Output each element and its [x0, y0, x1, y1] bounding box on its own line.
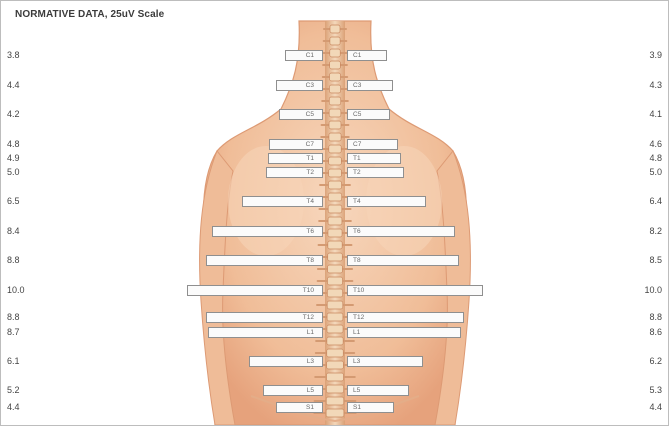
- right-bar-l1: L1: [347, 327, 461, 338]
- vertebra: [327, 361, 344, 369]
- right-value-l3: 6.2: [632, 356, 662, 366]
- right-bar-l3: L3: [347, 356, 423, 367]
- left-bar-t8: T8: [206, 255, 323, 266]
- right-bar-c7: C7: [347, 139, 398, 150]
- vertebra: [330, 25, 340, 33]
- vertebra: [326, 409, 344, 417]
- chart-title: NORMATIVE DATA, 25uV Scale: [15, 9, 164, 20]
- left-bar-s1: S1: [276, 402, 323, 413]
- right-value-t6: 8.2: [632, 226, 662, 236]
- right-bar-s1: S1: [347, 402, 394, 413]
- left-bar-l3: L3: [249, 356, 323, 367]
- left-bar-t4: T4: [242, 196, 323, 207]
- right-bar-l5: L5: [347, 385, 409, 396]
- vertebra: [329, 145, 341, 153]
- right-bar-c5: C5: [347, 109, 390, 120]
- left-bar-t12: T12: [206, 312, 323, 323]
- vertebra: [329, 133, 341, 141]
- vertebra: [328, 253, 343, 261]
- right-bar-t2: T2: [347, 167, 404, 178]
- left-value-c5: 4.2: [7, 109, 37, 119]
- left-value-t4: 6.5: [7, 196, 37, 206]
- left-value-c1: 3.8: [7, 50, 37, 60]
- right-value-c7: 4.6: [632, 139, 662, 149]
- vertebra: [330, 37, 340, 45]
- right-value-l5: 5.3: [632, 385, 662, 395]
- vertebra: [329, 97, 340, 105]
- right-value-t10: 10.0: [632, 285, 662, 295]
- left-value-l3: 6.1: [7, 356, 37, 366]
- vertebra: [328, 181, 341, 189]
- vertebra: [329, 85, 340, 93]
- right-value-t4: 6.4: [632, 196, 662, 206]
- left-value-l1: 8.7: [7, 327, 37, 337]
- left-value-t8: 8.8: [7, 255, 37, 265]
- vertebra: [326, 373, 343, 381]
- left-bar-c7: C7: [269, 139, 323, 150]
- vertebra: [327, 349, 344, 357]
- left-value-t2: 5.0: [7, 167, 37, 177]
- vertebra: [327, 337, 343, 345]
- right-bar-t10: T10: [347, 285, 483, 296]
- left-value-c3: 4.4: [7, 80, 37, 90]
- right-bar-c3: C3: [347, 80, 393, 91]
- vertebra: [328, 217, 342, 225]
- left-bar-l1: L1: [208, 327, 323, 338]
- left-bar-t1: T1: [268, 153, 323, 164]
- vertebra: [328, 193, 341, 201]
- vertebra: [328, 229, 342, 237]
- left-value-t1: 4.9: [7, 153, 37, 163]
- vertebra: [329, 121, 341, 129]
- vertebra: [327, 289, 342, 297]
- right-value-s1: 4.4: [632, 402, 662, 412]
- vertebra: [327, 301, 343, 309]
- left-value-t6: 8.4: [7, 226, 37, 236]
- vertebra: [330, 49, 340, 57]
- right-bar-t4: T4: [347, 196, 426, 207]
- right-value-t2: 5.0: [632, 167, 662, 177]
- left-bar-c5: C5: [279, 109, 323, 120]
- vertebra: [330, 73, 341, 81]
- left-bar-t10: T10: [187, 285, 323, 296]
- vertebra: [329, 109, 341, 117]
- left-bar-t2: T2: [266, 167, 323, 178]
- left-value-t12: 8.8: [7, 312, 37, 322]
- vertebra: [329, 157, 342, 165]
- left-bar-t6: T6: [212, 226, 323, 237]
- right-value-l1: 8.6: [632, 327, 662, 337]
- vertebra: [327, 325, 343, 333]
- left-bar-c1: C1: [285, 50, 323, 61]
- right-bar-t8: T8: [347, 255, 459, 266]
- right-value-t8: 8.5: [632, 255, 662, 265]
- right-bar-t1: T1: [347, 153, 401, 164]
- vertebra: [327, 313, 343, 321]
- left-value-c7: 4.8: [7, 139, 37, 149]
- vertebra: [329, 169, 342, 177]
- right-bar-t6: T6: [347, 226, 455, 237]
- vertebra: [328, 241, 342, 249]
- vertebra: [326, 385, 343, 393]
- vertebra: [328, 205, 342, 213]
- vertebra: [328, 265, 343, 273]
- right-value-c1: 3.9: [632, 50, 662, 60]
- right-value-c3: 4.3: [632, 80, 662, 90]
- vertebra: [330, 61, 341, 69]
- left-bar-c3: C3: [276, 80, 323, 91]
- right-value-t12: 8.8: [632, 312, 662, 322]
- left-value-t10: 10.0: [7, 285, 37, 295]
- vertebra: [326, 397, 344, 405]
- right-bar-t12: T12: [347, 312, 464, 323]
- right-bar-c1: C1: [347, 50, 387, 61]
- left-value-s1: 4.4: [7, 402, 37, 412]
- right-value-t1: 4.8: [632, 153, 662, 163]
- left-bar-l5: L5: [263, 385, 323, 396]
- vertebra: [327, 277, 342, 285]
- right-value-c5: 4.1: [632, 109, 662, 119]
- left-value-l5: 5.2: [7, 385, 37, 395]
